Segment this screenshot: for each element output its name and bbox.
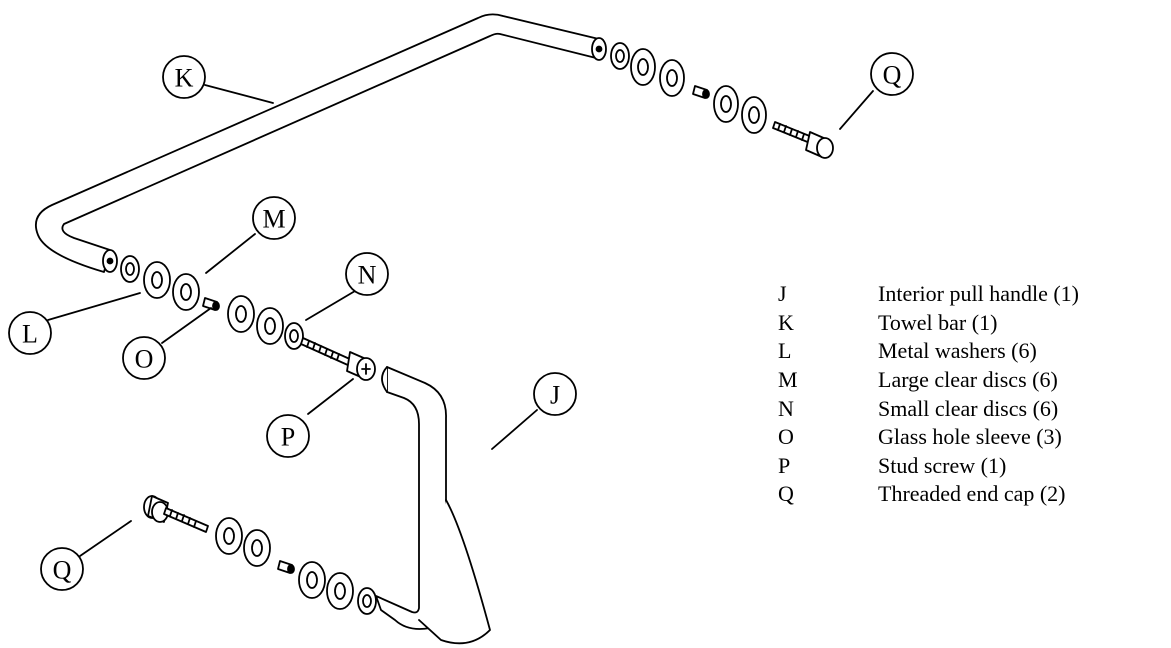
- legend-letter: L: [778, 338, 792, 364]
- top-hardware-row: [610, 42, 834, 159]
- legend-description: Interior pull handle (1): [878, 281, 1079, 307]
- legend-letter: Q: [778, 481, 794, 507]
- parts-legend: J Interior pull handle (1) K Towel bar (…: [778, 280, 1079, 509]
- legend-description: Glass hole sleeve (3): [878, 424, 1062, 450]
- callout-circles: [8, 52, 914, 591]
- legend-letter: O: [778, 424, 794, 450]
- legend-letter: M: [778, 367, 798, 393]
- legend-row-p: P Stud screw (1): [778, 452, 1079, 481]
- legend-row-n: N Small clear discs (6): [778, 394, 1079, 423]
- legend-row-q: Q Threaded end cap (2): [778, 480, 1079, 509]
- legend-description: Threaded end cap (2): [878, 481, 1066, 507]
- legend-letter: J: [778, 281, 787, 307]
- callout-m-label: M: [262, 205, 285, 234]
- legend-description: Stud screw (1): [878, 452, 1007, 478]
- callout-k-label: K: [175, 64, 194, 93]
- towel-bar-part: [34, 13, 607, 273]
- bottom-hardware-row: [143, 495, 377, 615]
- legend-description: Towel bar (1): [878, 309, 998, 335]
- legend-description: Metal washers (6): [878, 338, 1037, 364]
- legend-row-k: K Towel bar (1): [778, 309, 1079, 338]
- callout-l-label: L: [22, 320, 38, 349]
- legend-description: Small clear discs (6): [878, 395, 1059, 421]
- callout-j-label: J: [550, 381, 560, 410]
- legend-letter: K: [778, 309, 794, 335]
- legend-row-l: L Metal washers (6): [778, 337, 1079, 366]
- pull-handle-part: [375, 366, 491, 645]
- legend-row-j: J Interior pull handle (1): [778, 280, 1079, 309]
- callout-p-label: P: [281, 423, 295, 452]
- legend-row-m: M Large clear discs (6): [778, 366, 1079, 395]
- middle-hardware-row: [120, 255, 376, 381]
- legend-letter: N: [778, 395, 794, 421]
- callout-o-label: O: [135, 345, 154, 374]
- callout-q-bottom-label: Q: [53, 556, 72, 585]
- callout-q-top-label: Q: [883, 61, 902, 90]
- legend-letter: P: [778, 452, 791, 478]
- leader-lines: [47, 84, 874, 557]
- legend-description: Large clear discs (6): [878, 367, 1058, 393]
- callout-n-label: N: [358, 261, 377, 290]
- legend-row-o: O Glass hole sleeve (3): [778, 423, 1079, 452]
